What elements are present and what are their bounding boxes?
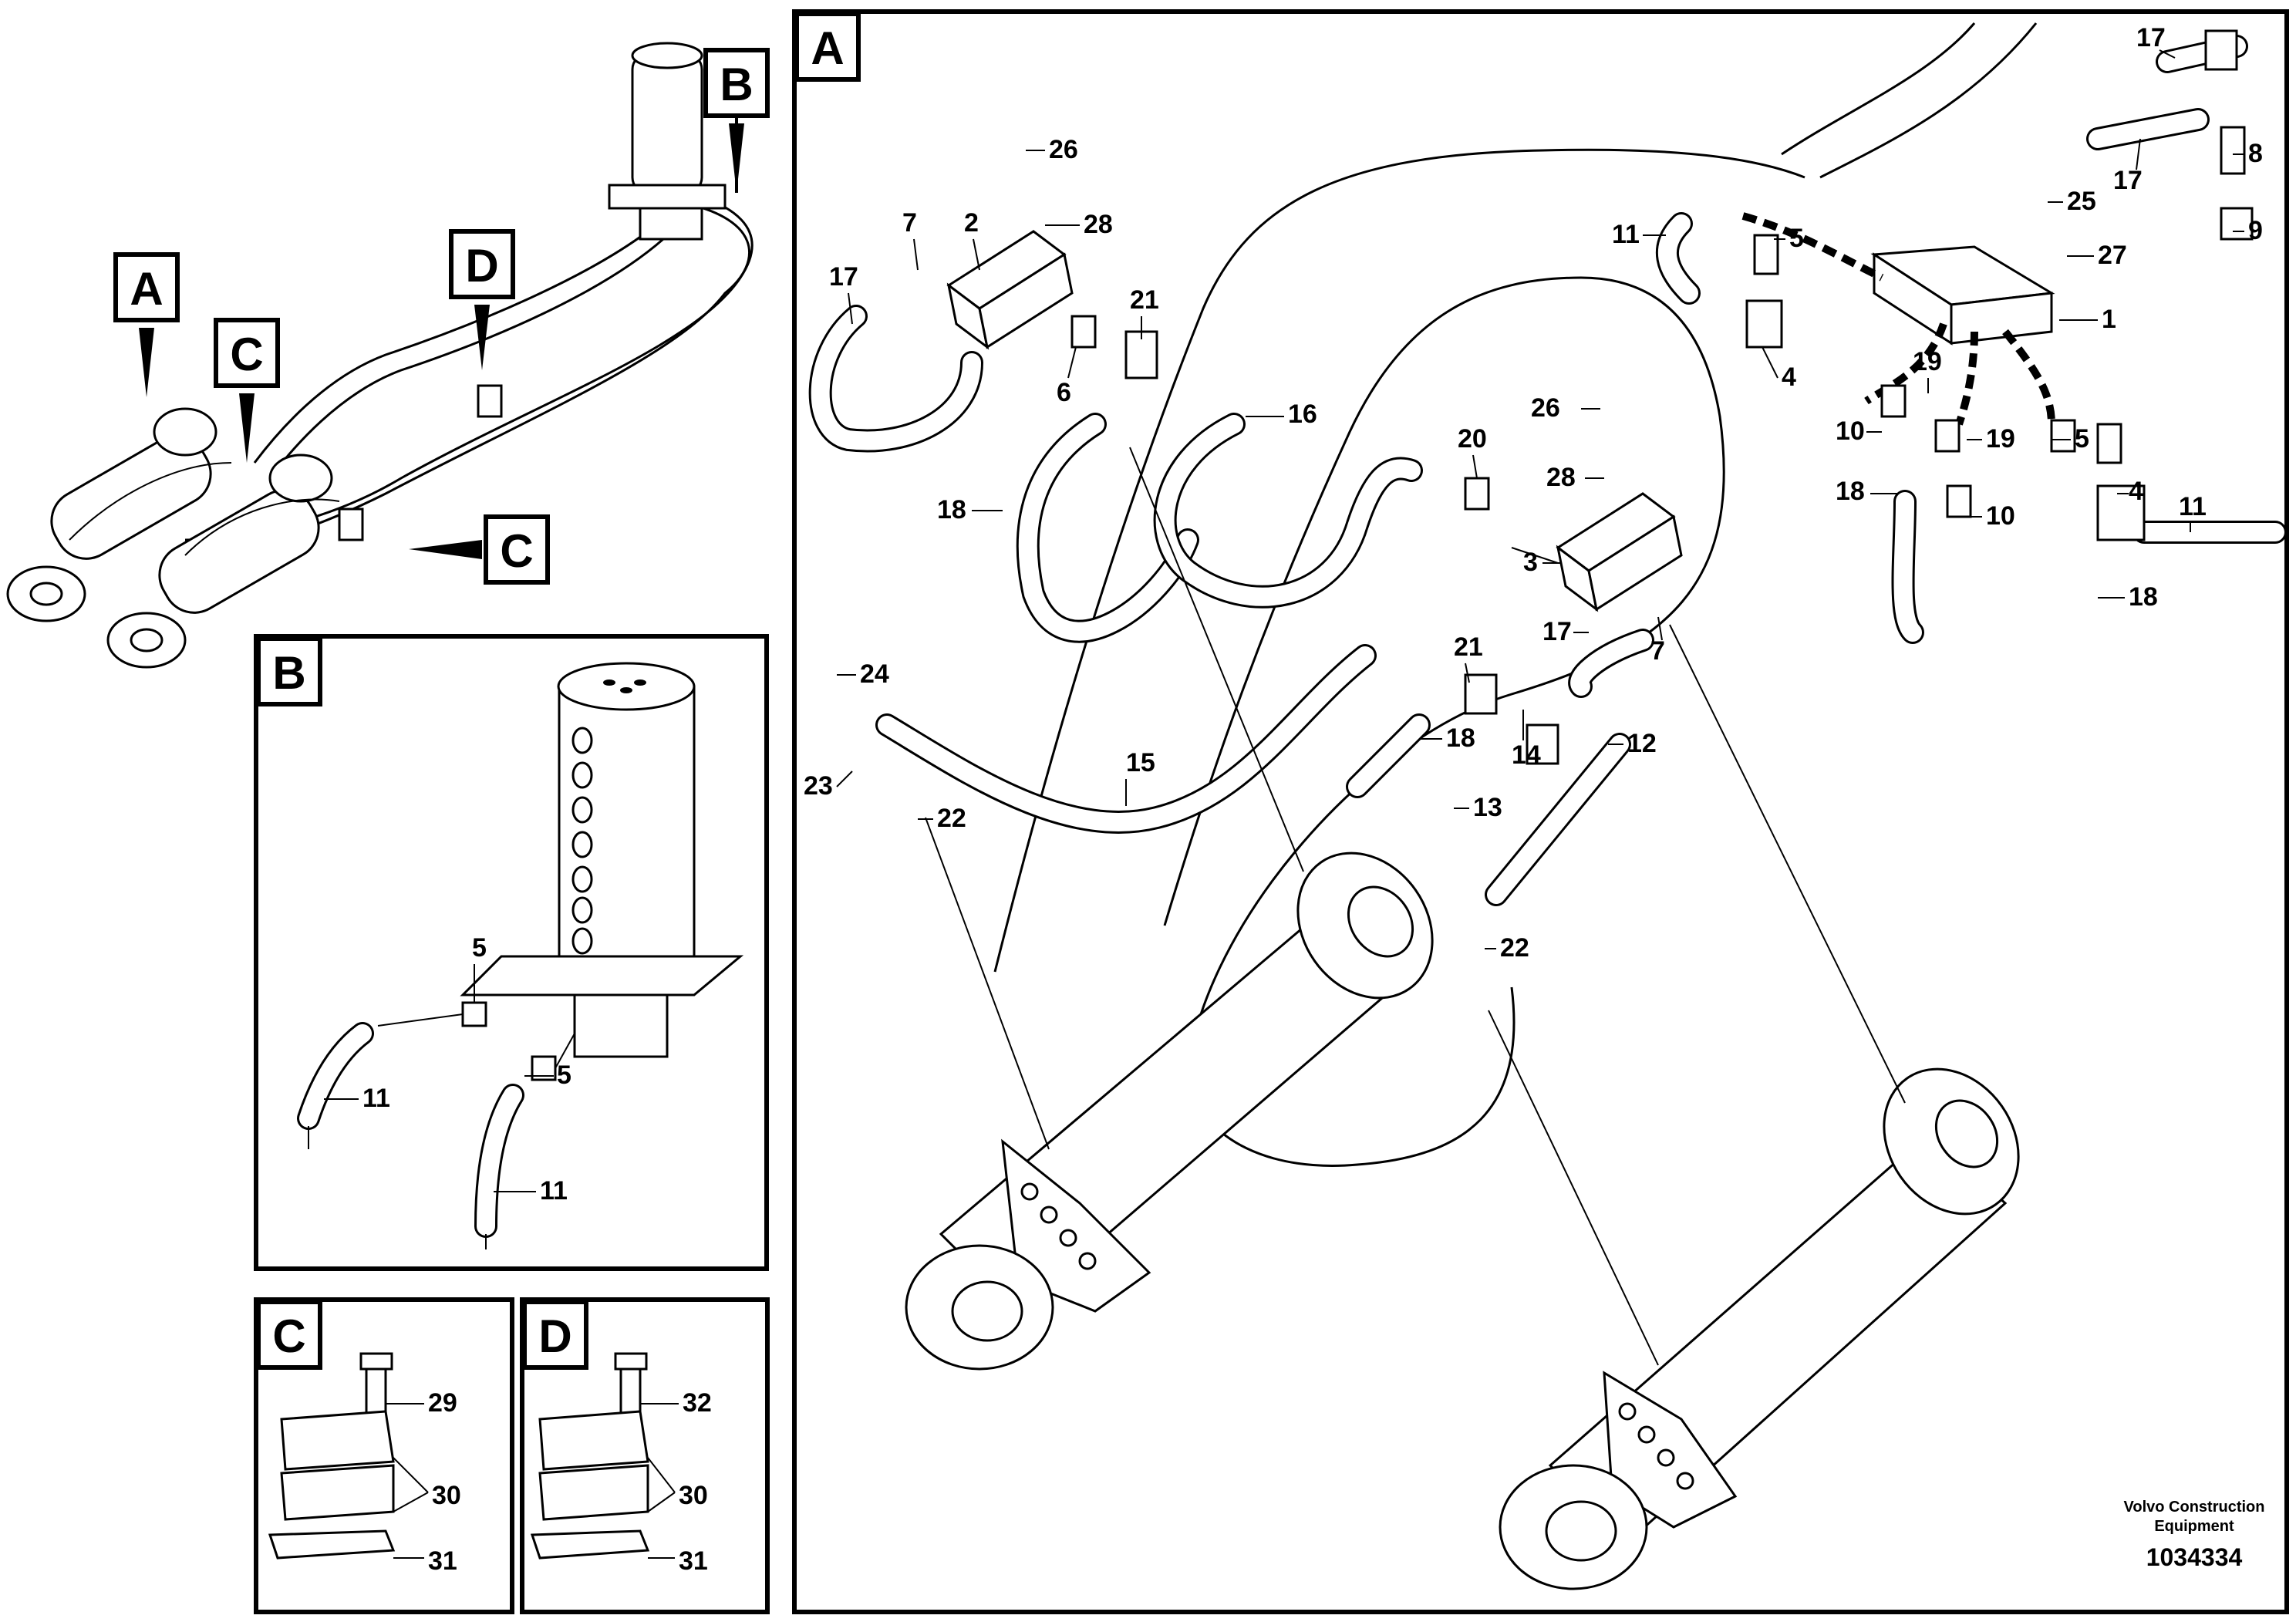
svg-text:7: 7: [1650, 636, 1665, 666]
view-C: C: [254, 1297, 514, 1614]
svg-text:18: 18: [2129, 582, 2158, 612]
drawing-footer: Volvo Construction Equipment 1034334: [2124, 1499, 2265, 1571]
svg-text:31: 31: [679, 1546, 708, 1576]
svg-text:4: 4: [2129, 477, 2143, 506]
svg-text:10: 10: [1836, 416, 1865, 446]
svg-text:6: 6: [1057, 378, 1071, 407]
svg-text:18: 18: [1836, 477, 1865, 506]
svg-text:16: 16: [1288, 400, 1317, 429]
svg-text:15: 15: [1126, 748, 1155, 777]
svg-text:13: 13: [1473, 793, 1502, 822]
overview-label-D: D: [449, 229, 515, 370]
svg-text:7: 7: [902, 208, 917, 238]
svg-text:D: D: [538, 1310, 571, 1362]
svg-text:28: 28: [1546, 463, 1576, 492]
view-C-callouts: 29 30 31: [386, 1388, 461, 1576]
overview-label-B: B: [703, 48, 770, 193]
svg-text:21: 21: [1454, 632, 1483, 662]
svg-text:C: C: [500, 525, 533, 577]
svg-text:14: 14: [1512, 740, 1541, 770]
svg-text:27: 27: [2098, 241, 2127, 270]
svg-text:17: 17: [1542, 617, 1572, 646]
overview-label-A: A: [113, 252, 180, 397]
svg-text:A: A: [130, 263, 163, 315]
svg-text:17: 17: [2113, 166, 2143, 195]
svg-text:A: A: [811, 22, 844, 74]
svg-text:28: 28: [1084, 210, 1113, 239]
svg-text:32: 32: [683, 1388, 712, 1418]
view-A: A: [792, 9, 2289, 1614]
svg-text:C: C: [272, 1310, 305, 1362]
view-D: D: [520, 1297, 770, 1614]
svg-text:19: 19: [1986, 424, 2015, 454]
svg-text:20: 20: [1458, 424, 1487, 454]
overview-assembly: [6, 42, 754, 669]
svg-text:2: 2: [964, 208, 979, 238]
svg-text:11: 11: [2179, 492, 2207, 521]
svg-text:11: 11: [362, 1084, 390, 1113]
svg-text:8: 8: [2248, 139, 2263, 168]
svg-text:21: 21: [1130, 285, 1159, 315]
svg-text:B: B: [720, 59, 753, 110]
svg-text:5: 5: [1789, 224, 1804, 253]
svg-text:18: 18: [1446, 723, 1475, 753]
svg-text:19: 19: [1913, 347, 1942, 376]
view-A-callouts: 1 2 3 4 4 5 5 6 7 7 8 9 10 10 11 11 12 1…: [804, 23, 2263, 963]
view-D-callouts: 32 30 31: [640, 1388, 712, 1576]
svg-text:29: 29: [428, 1388, 457, 1418]
svg-text:26: 26: [1531, 393, 1560, 423]
svg-text:Volvo Construction: Volvo Construction: [2124, 1499, 2265, 1516]
svg-text:1: 1: [2102, 305, 2116, 334]
svg-text:Equipment: Equipment: [2154, 1518, 2234, 1535]
svg-text:12: 12: [1627, 729, 1657, 758]
svg-text:30: 30: [679, 1481, 708, 1510]
svg-text:24: 24: [860, 659, 889, 689]
svg-text:5: 5: [2075, 424, 2089, 454]
svg-text:31: 31: [428, 1546, 457, 1576]
svg-text:10: 10: [1986, 501, 2015, 531]
svg-text:1034334: 1034334: [2146, 1543, 2243, 1571]
svg-text:25: 25: [2067, 187, 2096, 216]
view-B-callouts: 5 5 11 11: [324, 933, 571, 1206]
svg-text:B: B: [272, 647, 305, 699]
svg-text:30: 30: [432, 1481, 461, 1510]
svg-text:4: 4: [1782, 363, 1796, 392]
overview-label-C-right: C: [409, 514, 550, 585]
svg-text:5: 5: [557, 1061, 571, 1090]
svg-text:26: 26: [1049, 135, 1078, 164]
svg-text:22: 22: [937, 804, 966, 833]
svg-text:C: C: [230, 329, 263, 380]
view-B: B: [254, 634, 769, 1271]
overview-label-C-top: C: [214, 318, 280, 463]
svg-text:9: 9: [2248, 216, 2263, 245]
svg-text:3: 3: [1523, 548, 1538, 577]
svg-text:18: 18: [937, 495, 966, 524]
svg-text:23: 23: [804, 771, 833, 801]
svg-text:17: 17: [2136, 23, 2166, 52]
svg-text:5: 5: [472, 933, 487, 963]
svg-text:11: 11: [540, 1176, 568, 1206]
svg-text:D: D: [465, 240, 498, 292]
svg-text:22: 22: [1500, 933, 1529, 963]
svg-text:11: 11: [1612, 220, 1640, 249]
svg-text:17: 17: [829, 262, 858, 292]
